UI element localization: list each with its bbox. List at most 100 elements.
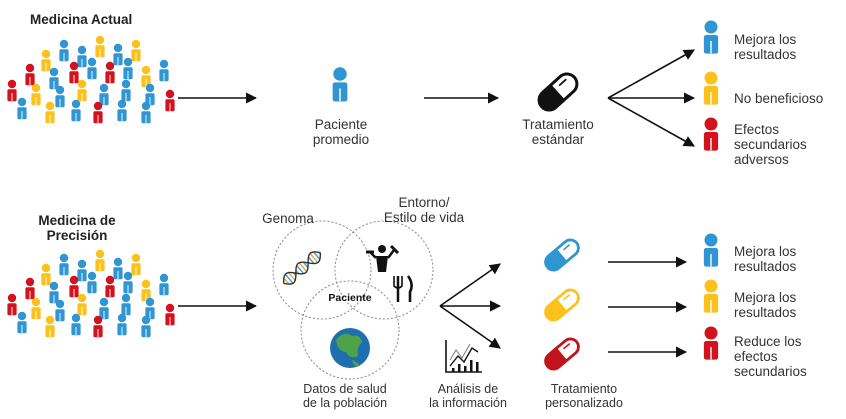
venn-entorno-label: Entorno/ Estilo de vida — [374, 195, 474, 225]
top-crowd-person-15 — [7, 79, 17, 102]
top-crowd-person-13 — [141, 65, 151, 88]
top-crowd-person-1 — [41, 49, 51, 72]
bottom-crowd-person-7 — [25, 277, 35, 300]
analytics-chart-icon — [445, 340, 482, 373]
venn-datos-line-1: Datos de salud — [303, 382, 387, 396]
top-outcome-3-person-icon — [703, 117, 719, 151]
bottom-crowd-person-3 — [77, 259, 87, 282]
venn-entorno-line-2: Estilo de vida — [383, 210, 465, 225]
top-crowd-person-24 — [45, 101, 55, 124]
top-outcome-3-line-2: secundarios — [734, 137, 807, 152]
bottom-crowd-person-18 — [77, 293, 87, 316]
analysis-fan-arrow-down — [439, 305, 501, 349]
top-crowd-person-8 — [49, 67, 59, 90]
average-patient-icon — [332, 67, 348, 102]
bottom-crowd-person-4 — [95, 249, 105, 272]
top-outcome-1-person-icon — [703, 20, 719, 54]
bottom-outcome-2-line-2: resultados — [734, 305, 797, 320]
bottom-crowd-person-8 — [49, 281, 59, 304]
bottom-outcome-2-person-icon — [703, 279, 719, 313]
top-crowd-person-20 — [121, 79, 131, 102]
bottom-crowd-person-9 — [69, 275, 79, 298]
top-crowd-person-3 — [77, 45, 87, 68]
bottom-outcome-3-label: Reduce los efectos secundarios — [734, 334, 807, 379]
top-crowd-person-5 — [113, 43, 123, 66]
dna-icon — [282, 251, 322, 285]
bottom-crowd-person-28 — [141, 315, 151, 338]
bottom-crowd-person-16 — [31, 297, 41, 320]
top-outcome-1-label: Mejora los resultados — [734, 32, 796, 62]
bottom-crowd-person-24 — [45, 315, 55, 338]
bottom-crowd-person-5 — [113, 257, 123, 280]
analysis-fan-arrow-up — [439, 263, 501, 307]
venn-circle-genoma — [272, 220, 372, 320]
top-crowd-person-10 — [87, 57, 97, 80]
top-crowd-person-22 — [165, 89, 175, 112]
standard-treatment-line-2: estándar — [531, 132, 585, 147]
globe-icon — [330, 328, 370, 368]
bottom-title-line-1: Medicina de — [38, 213, 116, 228]
top-outcome-3-label: Efectos secundarios adversos — [734, 122, 807, 167]
average-patient-label: Paciente promedio — [296, 117, 386, 147]
venn-datos-line-2: de la población — [302, 396, 388, 410]
average-patient-line-1: Paciente — [314, 117, 368, 132]
analysis-label: Análisis de la información — [418, 382, 518, 410]
analysis-line-2: la información — [429, 396, 507, 410]
top-crowd-person-4 — [95, 35, 105, 58]
top-crowd-person-11 — [105, 61, 115, 84]
bottom-outcome-3-line-2: efectos — [734, 349, 778, 364]
top-crowd-person-6 — [131, 39, 141, 62]
top-title: Medicina Actual — [30, 12, 133, 27]
top-outcome-1-line-1: Mejora los — [734, 32, 797, 47]
top-outcome-2-person-icon — [703, 71, 719, 105]
bottom-outcome-3-line-1: Reduce los — [734, 334, 802, 349]
bottom-outcome-2-label: Mejora los resultados — [734, 290, 796, 320]
personalized-line-1: Tratamiento — [550, 382, 618, 396]
bottom-outcome-3-line-3: secundarios — [734, 364, 807, 379]
bottom-outcome-1-label: Mejora los resultados — [734, 244, 796, 274]
top-crowd-person-27 — [117, 99, 127, 122]
venn-circle-datos — [300, 280, 400, 380]
top-crowd-person-17 — [55, 85, 65, 108]
analysis-line-1: Análisis de — [437, 382, 499, 396]
bottom-crowd-person-27 — [117, 313, 127, 336]
top-crowd-person-26 — [93, 101, 103, 124]
blue-pill-icon — [544, 238, 580, 272]
bottom-outcome-2-line-1: Mejora los — [734, 290, 797, 305]
top-outcome-2-label: No beneficioso — [734, 91, 823, 106]
bottom-crowd-person-23 — [17, 311, 27, 334]
top-outcome-3-line-1: Efectos — [734, 122, 780, 137]
top-fan-arrow-up — [607, 49, 695, 99]
fork-knife-icon — [393, 275, 413, 302]
top-crowd-person-23 — [17, 97, 27, 120]
venn-datos-label: Datos de salud de la población — [290, 382, 400, 410]
bottom-crowd-person-17 — [55, 299, 65, 322]
bottom-crowd-person-1 — [41, 263, 51, 286]
exercise-icon — [366, 244, 400, 272]
top-crowd-person-2 — [59, 39, 69, 62]
bottom-crowd-person-2 — [59, 253, 69, 276]
bottom-crowd-person-6 — [131, 253, 141, 276]
bottom-title-line-2: Precisión — [46, 228, 108, 243]
bottom-outcome-1-person-icon — [703, 233, 719, 267]
bottom-crowd-person-10 — [87, 271, 97, 294]
average-patient-line-2: promedio — [312, 132, 370, 147]
personalized-label: Tratamiento personalizado — [532, 382, 636, 410]
red-pill-icon — [544, 337, 580, 371]
yellow-pill-icon — [544, 288, 580, 322]
top-crowd-person-7 — [25, 63, 35, 86]
bottom-crowd-person-15 — [7, 293, 17, 316]
top-outcome-2-line-1: No beneficioso — [734, 91, 824, 106]
top-outcome-3-line-3: adversos — [734, 152, 789, 167]
standard-treatment-line-1: Tratamiento — [522, 117, 594, 132]
top-crowd-person-16 — [31, 83, 41, 106]
standard-treatment-label: Tratamiento estándar — [508, 117, 608, 147]
bottom-crowd-person-11 — [105, 275, 115, 298]
venn-circle-entorno — [334, 220, 434, 320]
top-fan-arrow-down — [607, 97, 695, 147]
bottom-crowd-person-22 — [165, 303, 175, 326]
bottom-crowd-person-12 — [123, 271, 133, 294]
top-crowd-person-14 — [159, 59, 169, 82]
top-crowd-person-28 — [141, 101, 151, 124]
